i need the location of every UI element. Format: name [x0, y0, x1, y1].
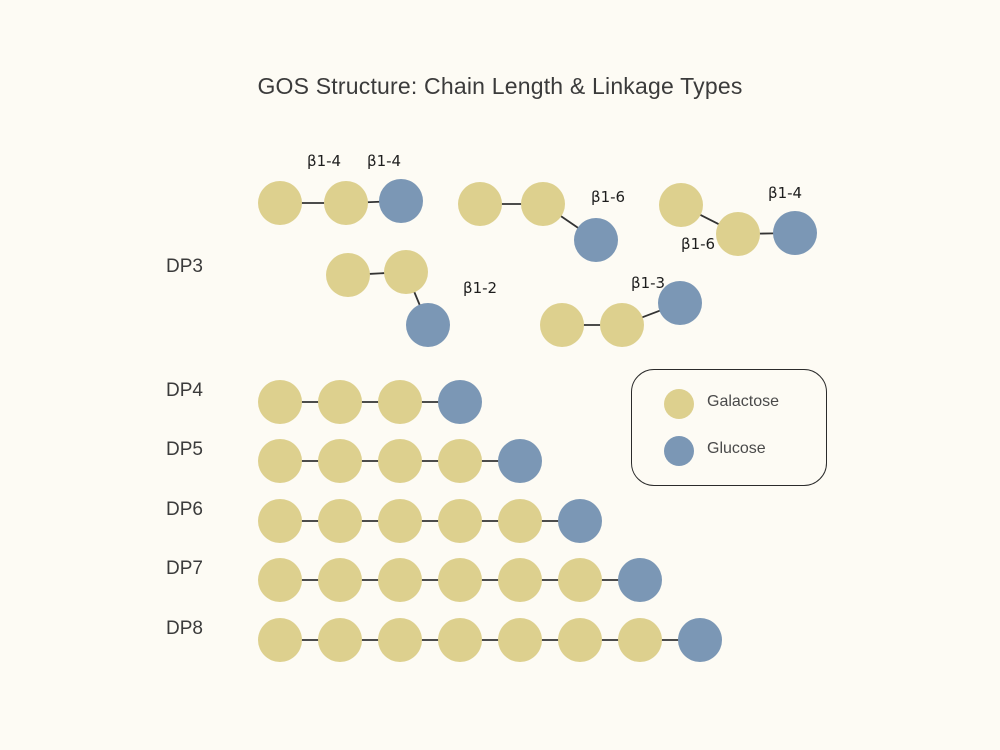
dp6-chain-galactose-3: [438, 499, 482, 543]
row-label-dp8: DP8: [166, 618, 203, 639]
dp6-chain-galactose-2: [378, 499, 422, 543]
dp5-chain-galactose-0: [258, 439, 302, 483]
dp6-chain-galactose-1: [318, 499, 362, 543]
dp3-b16-b14-linkage-label-1: β1-4: [768, 184, 803, 202]
dp4-chain-galactose-0: [258, 380, 302, 424]
legend-label-glucose: Glucose: [707, 440, 766, 457]
dp3-b16-down-galactose-1: [521, 182, 565, 226]
dp7-chain-galactose-5: [558, 558, 602, 602]
legend-label-galactose: Galactose: [707, 393, 780, 410]
dp8-chain-galactose-5: [558, 618, 602, 662]
dp3-b14-b14-linkage-label-0: β1-4: [307, 152, 342, 170]
dp3-b14-b14-linkage-label-1: β1-4: [367, 152, 402, 170]
dp3-b13-up-linkage-label-0: β1-3: [631, 274, 666, 292]
dp3-b12-branch-edge-1: [413, 291, 421, 306]
dp3-b16-down-glucose-2: [574, 218, 618, 262]
row-label-dp5: DP5: [166, 439, 203, 460]
page-title: GOS Structure: Chain Length & Linkage Ty…: [257, 73, 743, 99]
dp7-chain-galactose-3: [438, 558, 482, 602]
dp4-chain-galactose-1: [318, 380, 362, 424]
row-label-dp3: DP3: [166, 256, 203, 277]
legend-swatch-glucose: [664, 436, 694, 466]
dp3-b16-down-galactose-0: [458, 182, 502, 226]
dp3-b16-down-linkage-label-0: β1-6: [591, 188, 626, 206]
dp3-b16-b14-galactose-1: [716, 212, 760, 256]
dp5-chain-galactose-2: [378, 439, 422, 483]
dp8-chain-galactose-6: [618, 618, 662, 662]
dp3-b16-b14-linkage-label-0: β1-6: [681, 235, 716, 253]
dp3-b16-b14-galactose-0: [659, 183, 703, 227]
dp3-b14-b14-glucose-2: [379, 179, 423, 223]
dp5-chain-galactose-1: [318, 439, 362, 483]
dp4-chain-glucose-3: [438, 380, 482, 424]
dp3-b14-b14-galactose-1: [324, 181, 368, 225]
legend-box: [631, 369, 827, 486]
dp3-b14-b14-galactose-0: [258, 181, 302, 225]
dp3-b16-down-edge-1: [559, 215, 580, 229]
row-label-dp7: DP7: [166, 558, 203, 579]
dp6-chain-glucose-5: [558, 499, 602, 543]
dp7-chain-galactose-4: [498, 558, 542, 602]
dp5-chain-glucose-4: [498, 439, 542, 483]
dp6-chain-galactose-0: [258, 499, 302, 543]
dp3-b12-branch-glucose-2: [406, 303, 450, 347]
dp3-b13-up-edge-1: [641, 309, 661, 319]
dp7-chain-galactose-0: [258, 558, 302, 602]
dp8-chain-galactose-0: [258, 618, 302, 662]
dp8-chain-galactose-3: [438, 618, 482, 662]
legend-swatch-galactose: [664, 389, 694, 419]
row-label-dp4: DP4: [166, 380, 203, 401]
dp6-chain-galactose-4: [498, 499, 542, 543]
dp8-chain-glucose-7: [678, 618, 722, 662]
dp3-b12-branch-galactose-1: [384, 250, 428, 294]
dp3-b13-up-galactose-0: [540, 303, 584, 347]
dp3-b13-up-galactose-1: [600, 303, 644, 347]
dp3-b16-b14-glucose-2: [773, 211, 817, 255]
dp3-b16-b14-edge-0: [699, 213, 720, 226]
dp8-chain-galactose-4: [498, 618, 542, 662]
dp3-b12-branch-edge-0: [368, 272, 386, 275]
dp7-chain-galactose-2: [378, 558, 422, 602]
row-label-dp6: DP6: [166, 499, 203, 520]
dp3-b12-branch-linkage-label-0: β1-2: [463, 279, 498, 297]
dp7-chain-glucose-6: [618, 558, 662, 602]
dp3-b13-up-glucose-2: [658, 281, 702, 325]
dp3-b12-branch-galactose-0: [326, 253, 370, 297]
dp8-chain-galactose-1: [318, 618, 362, 662]
dp5-chain-galactose-3: [438, 439, 482, 483]
dp7-chain-galactose-1: [318, 558, 362, 602]
dp4-chain-galactose-2: [378, 380, 422, 424]
dp8-chain-galactose-2: [378, 618, 422, 662]
